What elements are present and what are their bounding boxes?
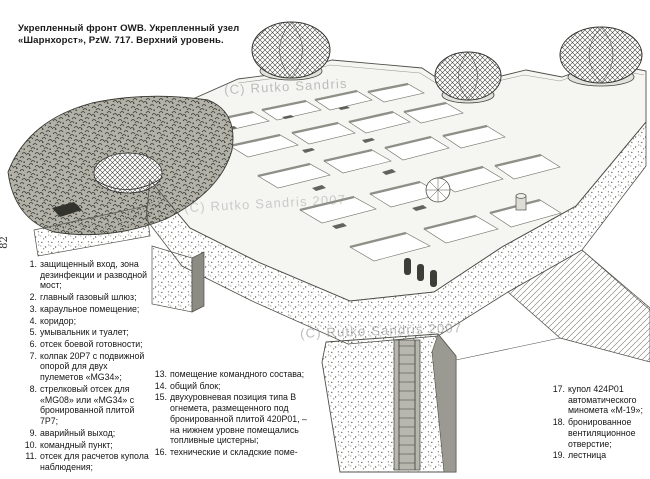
legend-item-text: лестница [568, 450, 607, 461]
legend-item-number: 3. [29, 303, 37, 314]
legend-item: 11. отсек для расчетов купола наблюдения… [20, 451, 150, 472]
legend-item-number: 8. [29, 383, 37, 394]
legend-item: 17. купол 424P01 автоматического миномет… [548, 384, 648, 416]
legend-item-text: караульное помещение; [40, 303, 140, 314]
support-pier-left [151, 245, 205, 313]
legend-column-3: 17. купол 424P01 автоматического миномет… [548, 384, 648, 462]
interior-walls [204, 82, 542, 249]
legend-item: 9. аварийный выход; [20, 428, 150, 439]
legend-item: 10. командный пункт; [20, 440, 150, 451]
legend-item-number: 6. [29, 339, 37, 350]
ladder-shaft [393, 339, 421, 471]
legend-item-text: помещение командного состава; [170, 369, 305, 379]
legend-item-number: 16. [154, 447, 167, 458]
legend-item-number: 18. [552, 417, 565, 428]
support-pier-central [321, 333, 457, 473]
legend-column-1: 1. защищенный вход, зона дезинфекции и р… [20, 259, 150, 474]
legend-item: 15. двухуровневая позиция типа B огнемет… [150, 392, 314, 446]
page-number: 82 [0, 236, 10, 249]
legend-item: 1. защищенный вход, зона дезинфекции и р… [20, 259, 150, 291]
legend-item-text: коридор; [40, 315, 77, 326]
figure-title-line1: Укрепленный фронт OWB. Укрепленный узел [18, 23, 240, 34]
legend-item-number: 2. [29, 292, 37, 303]
legend-item: 19. лестница [548, 450, 648, 461]
legend-item-number: 5. [29, 327, 37, 338]
legend-item-number: 17. [552, 384, 565, 394]
legend-item-text: технические и складские поме- [170, 447, 298, 458]
observation-cupola-dome-middle [434, 51, 502, 104]
spiral-staircase [425, 177, 451, 203]
legend-item-text: колпак 20P7 с подвижной опорой для двух … [40, 350, 145, 383]
legend-item: 3. караульное помещение; [20, 304, 150, 315]
mg-cupola-dome-left [251, 21, 331, 81]
legend-item: 18. бронированное вентиляционное отверст… [548, 417, 648, 449]
ammo-canisters [404, 258, 437, 287]
legend-item-text: общий блок; [170, 380, 221, 391]
legend-item-text: отсек для расчетов купола наблюдения; [40, 451, 149, 472]
legend-item-number: 11. [25, 451, 37, 462]
legend-item-number: 9. [29, 427, 37, 438]
legend-item-text: бронированное вентиляционное отверстие; [568, 417, 636, 449]
legend-item-number: 14. [154, 380, 167, 391]
legend-item-number: 1. [29, 259, 37, 269]
legend-item: 2. главный газовый шлюз; [20, 292, 150, 303]
concrete-cross-section [145, 120, 647, 345]
figure-title-line2: «Шарнхорст», PzW. 717. Верхний уровень. [18, 35, 224, 47]
legend-column-2: 13. помещение командного состава; 14. об… [150, 369, 314, 459]
legend-item-number: 15. [154, 392, 167, 403]
legend-item-text: защищенный вход, зона дезинфекции и разв… [40, 259, 148, 291]
legend-item-text: стрелковый отсек для «MG08» или «MG34» с… [40, 383, 135, 427]
legend-item-number: 7. [29, 350, 37, 361]
legend-item-text: умывальник и туалет; [40, 327, 129, 338]
legend-item: 13. помещение командного состава; [150, 369, 314, 380]
legend-item-text: командный пункт; [40, 439, 113, 450]
legend-item-text: аварийный выход; [40, 427, 116, 438]
mortar-cupola-dome-right [559, 26, 643, 87]
left-approach-wall [33, 205, 151, 257]
ventilation-stack [515, 193, 527, 211]
legend-item-text: отсек боевой готовности; [40, 339, 143, 350]
legend-item: 5. умывальник и туалет; [20, 327, 150, 338]
legend-item-number: 10. [24, 439, 37, 450]
legend-item-number: 19. [552, 450, 565, 461]
legend-item: 14. общий блок; [150, 381, 314, 392]
legend-item-text: двухуровневая позиция типа B огнемета, р… [170, 392, 307, 446]
figure-title: Укрепленный фронт OWB. Укрепленный узел … [18, 23, 308, 48]
right-revetment [455, 249, 650, 363]
legend-item: 6. отсек боевой готовности; [20, 339, 150, 350]
legend-item: 16. технические и складские поме- [150, 447, 314, 458]
legend-item: 8. стрелковый отсек для «MG08» или «MG34… [20, 384, 150, 427]
legend-item-text: купол 424P01 автоматического миномета «M… [568, 384, 643, 416]
legend-item-number: 4. [29, 315, 37, 326]
legend-item: 7. колпак 20P7 с подвижной опорой для дв… [20, 351, 150, 383]
legend-item: 4. коридор; [20, 316, 150, 327]
legend-item-text: главный газовый шлюз; [40, 292, 137, 303]
legend-item-number: 13. [154, 369, 167, 379]
terrain-camouflage [7, 95, 234, 236]
